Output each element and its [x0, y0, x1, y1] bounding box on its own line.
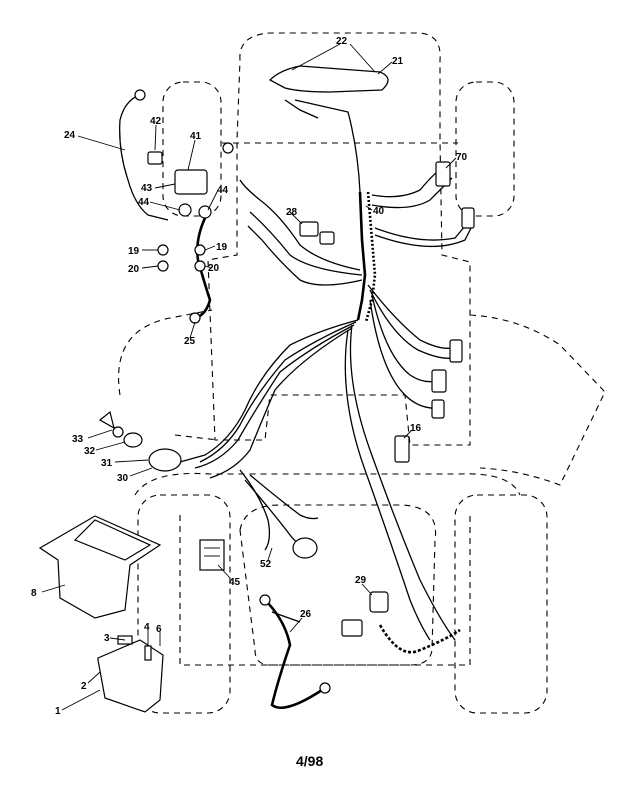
label-25: 25: [184, 336, 196, 347]
solenoid-icon: [174, 169, 208, 195]
label-20a: 20: [128, 264, 140, 275]
label-32: 32: [84, 446, 96, 457]
label-24: 24: [64, 130, 76, 141]
label-22: 22: [336, 36, 348, 47]
decal-icon: [199, 539, 225, 571]
label-4: 4: [144, 622, 150, 633]
label-43: 43: [141, 183, 153, 194]
label-19a: 19: [128, 246, 140, 257]
label-30: 30: [117, 473, 129, 484]
label-44b: 44: [217, 185, 229, 196]
label-26: 26: [300, 609, 312, 620]
switch-icon: [394, 435, 410, 463]
label-1: 1: [55, 706, 61, 717]
label-21: 21: [392, 56, 404, 67]
battery-icon: [97, 639, 164, 713]
label-28a: 28: [286, 207, 298, 218]
tractor-outline: [118, 32, 606, 714]
wiring-harness: [119, 65, 475, 709]
leader-lines: [41, 43, 457, 711]
label-19b: 19: [216, 242, 228, 253]
label-40: 40: [373, 206, 385, 217]
label-44a: 44: [138, 197, 150, 208]
seat-switch-icon: [369, 591, 389, 613]
label-45: 45: [229, 577, 241, 588]
part-labels: 22 21 70 40 28 24 42 41 43 44 44 19 19 2…: [31, 36, 468, 717]
label-70: 70: [456, 152, 468, 163]
label-29: 29: [355, 575, 367, 586]
label-2: 2: [81, 681, 87, 692]
label-8: 8: [31, 588, 37, 599]
label-33: 33: [72, 434, 84, 445]
label-6: 6: [156, 624, 162, 635]
label-42: 42: [150, 116, 162, 127]
label-3: 3: [104, 633, 110, 644]
label-20b: 20: [208, 263, 220, 274]
parts: [38, 89, 475, 713]
label-16: 16: [410, 423, 422, 434]
ignition-switch-icon: [148, 448, 182, 472]
label-41: 41: [190, 131, 202, 142]
label-52: 52: [260, 559, 272, 570]
label-31: 31: [101, 458, 113, 469]
page-number: 4/98: [296, 753, 323, 769]
